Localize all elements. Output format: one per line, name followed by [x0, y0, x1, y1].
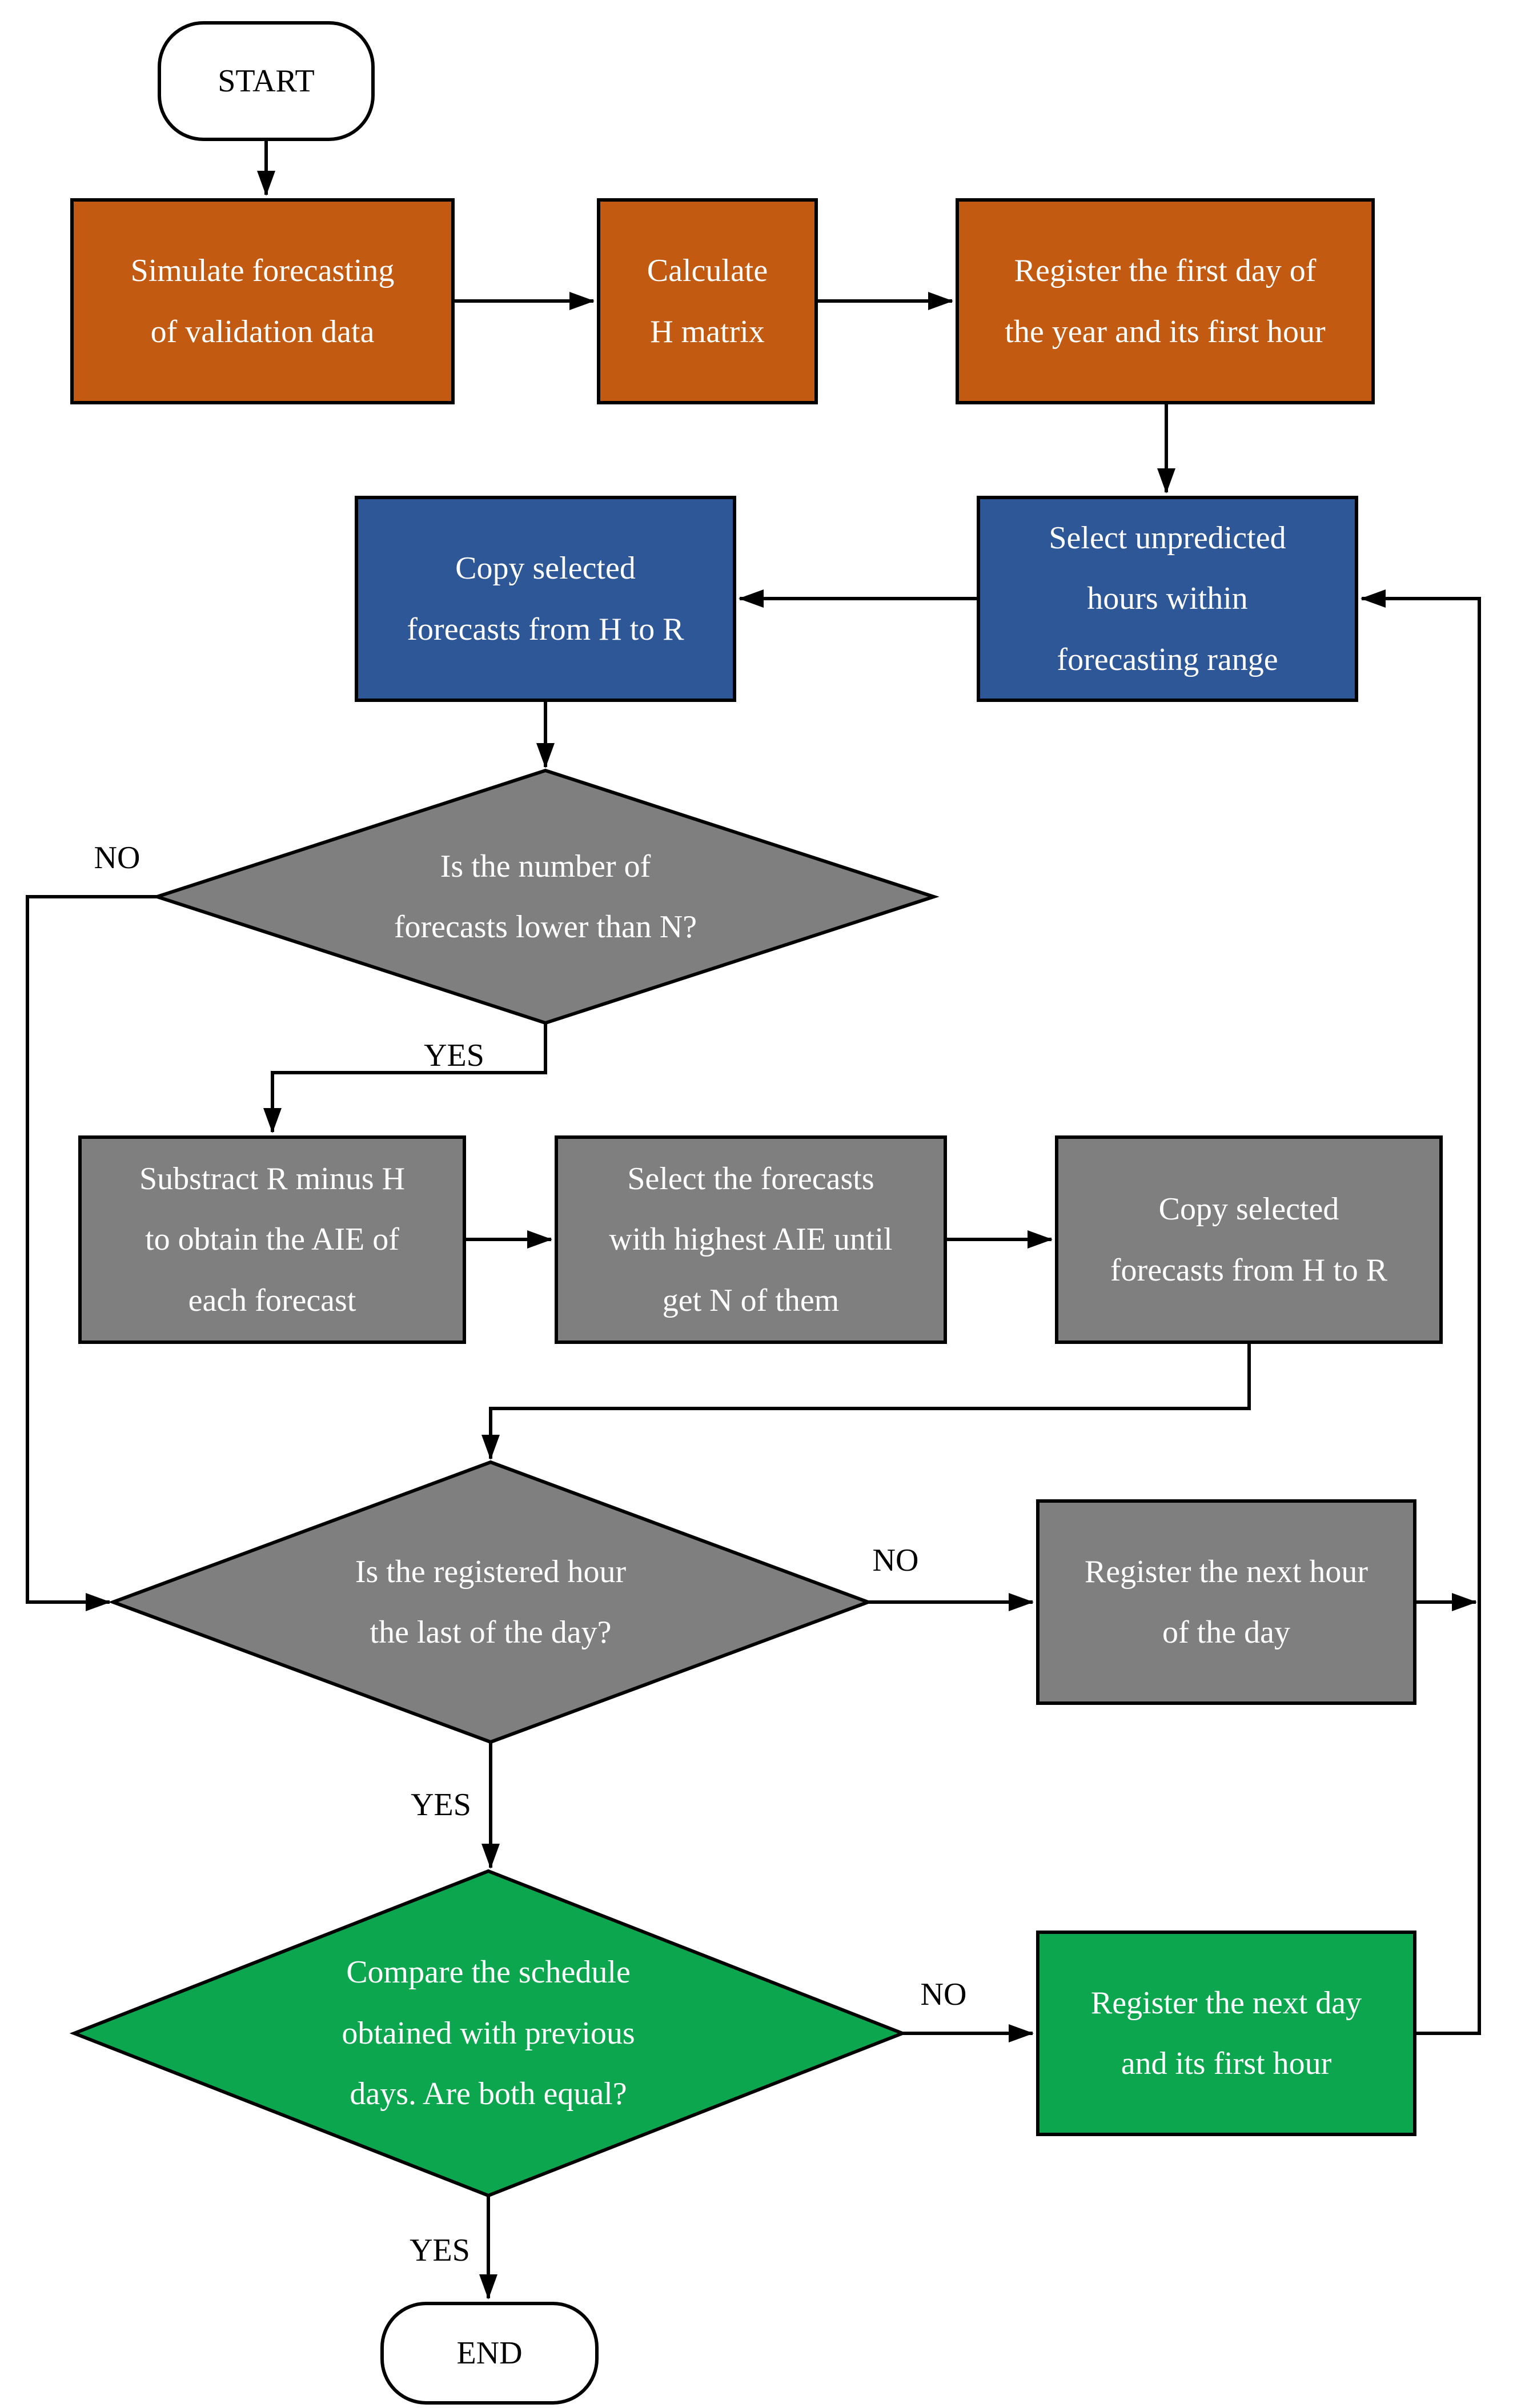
- node-subtract-r-minus-h: Substract R minus H to obtain the AIE of…: [78, 1135, 466, 1344]
- edge-label-no-forecasts: NO: [94, 840, 141, 876]
- edge-decision1-no-left-rail: [26, 895, 157, 1611]
- decision-forecasts-lower-than-n-shape: [151, 768, 940, 1025]
- edge-label-no-equal: NO: [920, 1977, 967, 2012]
- node-copy-forecasts-1: Copy selected forecasts from H to R: [355, 496, 736, 702]
- node-register-next-day: Register the next day and its first hour: [1036, 1931, 1416, 2136]
- node-calculate-h-matrix: Calculate H matrix: [597, 198, 818, 404]
- decision-compare-schedule-shape: [69, 1869, 908, 2198]
- edge-next-day-right-rail-to-select-hours: [1361, 589, 1481, 2035]
- node-select-unpredicted-hours: Select unpredicted hours within forecast…: [977, 496, 1358, 702]
- edge-label-yes-equal: YES: [410, 2233, 470, 2268]
- node-copy-forecasts-2: Copy selected forecasts from H to R: [1055, 1135, 1443, 1344]
- edge-label-no-last-hour: NO: [872, 1543, 919, 1578]
- start-terminator: START: [158, 21, 375, 141]
- edge-label-yes-last-hour: YES: [411, 1787, 471, 1823]
- node-select-highest-aie: Select the forecasts with highest AIE un…: [555, 1135, 947, 1344]
- decision-registered-hour-last-text: Is the registered hour the last of the d…: [355, 1554, 627, 1650]
- node-register-first-day: Register the first day of the year and i…: [956, 198, 1375, 404]
- decision-forecasts-lower-than-n-text: Is the number of forecasts lower than N?: [394, 848, 697, 945]
- decision-registered-hour-last-shape: [108, 1460, 873, 1744]
- end-terminator: END: [380, 2302, 599, 2405]
- node-simulate-forecasting: Simulate forecasting of validation data: [70, 198, 455, 404]
- edge-label-yes-forecasts: YES: [424, 1038, 484, 1073]
- node-register-next-hour: Register the next hour of the day: [1036, 1499, 1416, 1705]
- start-label: START: [218, 63, 315, 99]
- decision-compare-schedule-text: Compare the schedule obtained with previ…: [342, 1955, 635, 2112]
- end-label: END: [456, 2335, 523, 2371]
- edge-copy2-to-decision2: [481, 1344, 1251, 1460]
- edge-decision1-yes-to-subtract: [263, 1023, 547, 1133]
